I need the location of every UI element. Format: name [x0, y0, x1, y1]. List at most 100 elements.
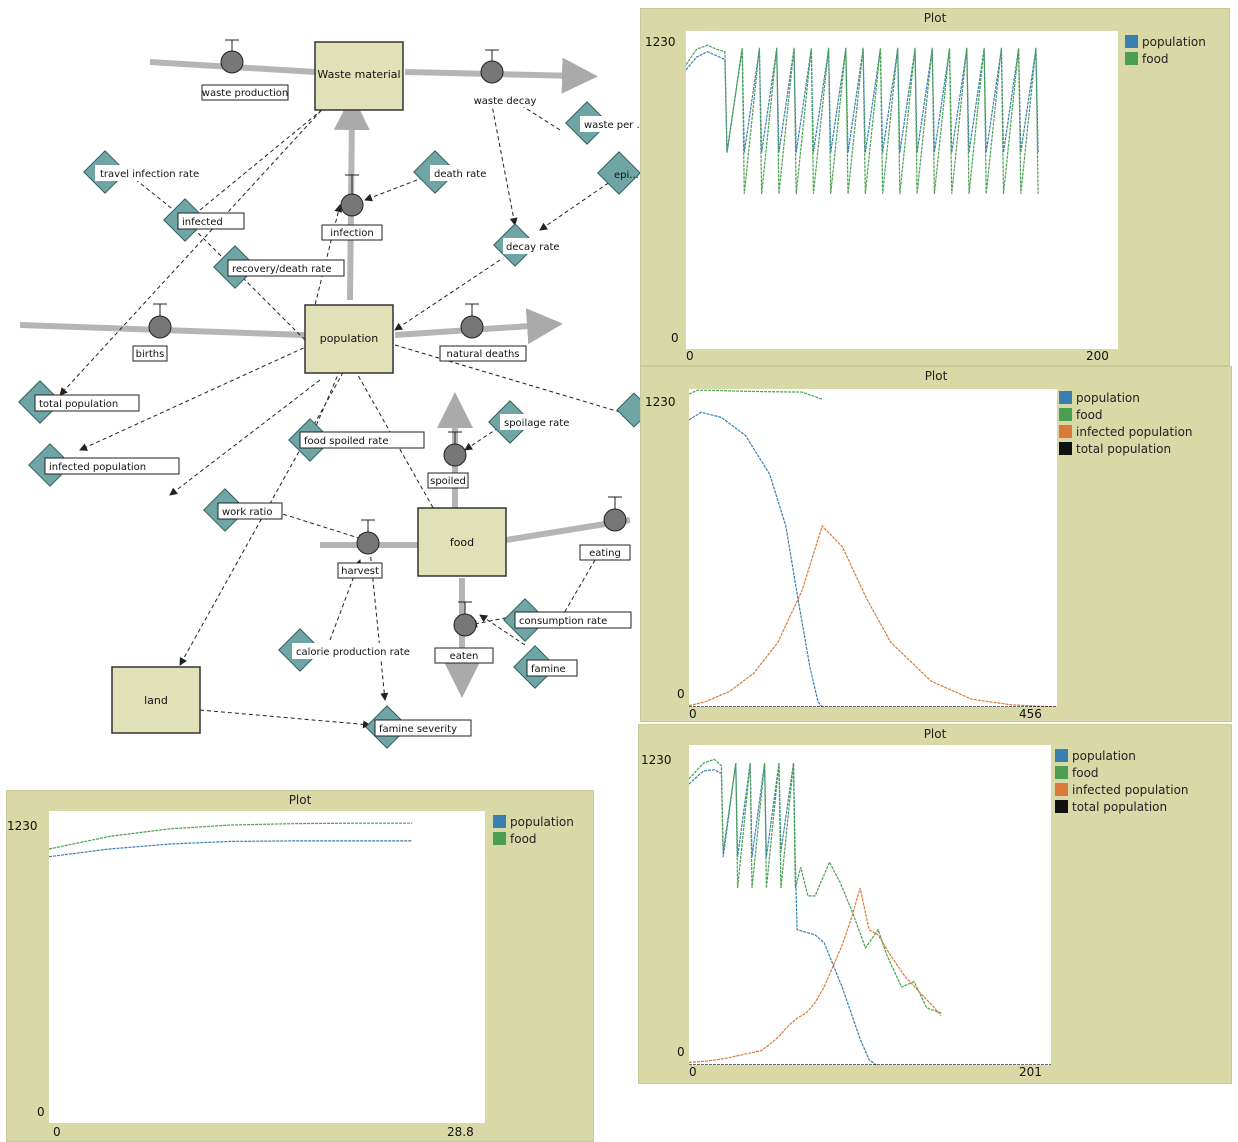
variable-infected[interactable]: infected [163, 198, 245, 242]
variable-recovery-death-rate[interactable]: recovery/death rate [213, 245, 345, 289]
variable-food-spoiled-rate[interactable]: food spoiled rate [288, 418, 425, 462]
variable-spoilage-rate[interactable]: spoilage rate [488, 400, 596, 444]
legend-label: food [1142, 51, 1169, 66]
y-max-label: 1230 [641, 753, 672, 767]
stock-population[interactable]: population [304, 304, 394, 374]
svg-text:travel infection rate: travel infection rate [100, 169, 199, 180]
legend-label: population [1072, 748, 1136, 763]
plot-series-canvas [686, 44, 1039, 194]
plot-area [689, 745, 1051, 1065]
variable-death-rate[interactable]: death rate [413, 150, 490, 194]
legend-swatch [1055, 783, 1068, 796]
svg-text:natural deaths: natural deaths [446, 349, 519, 360]
legend-item: food [1125, 50, 1206, 67]
legend-swatch [493, 815, 506, 828]
svg-text:waste per ...: waste per ... [584, 120, 640, 131]
svg-text:food: food [450, 536, 474, 549]
variable-famine[interactable]: famine [513, 645, 578, 689]
series-line-infected-population [689, 887, 942, 1063]
svg-text:land: land [144, 694, 168, 707]
flow-label-infection: infection [321, 224, 383, 241]
flow-label-eating: eating [579, 544, 631, 561]
valve-natural-deaths[interactable] [460, 303, 484, 339]
svg-text:consumption rate: consumption rate [519, 616, 607, 627]
legend-swatch [1059, 391, 1072, 404]
stock-food[interactable]: food [417, 507, 507, 577]
svg-text:famine severity: famine severity [379, 724, 457, 735]
valve-eaten[interactable] [453, 601, 477, 637]
svg-text:infected population: infected population [49, 462, 146, 473]
legend-label: population [1142, 34, 1206, 49]
x-min-label: 0 [686, 349, 694, 363]
svg-text:eating: eating [589, 548, 621, 559]
svg-text:spoiled: spoiled [430, 476, 466, 487]
legend-item: population [1125, 33, 1206, 50]
plot-title: Plot [923, 11, 947, 25]
flow-label-spoiled: spoiled [427, 472, 469, 489]
variable-infected-population[interactable]: infected population [28, 443, 180, 487]
plot-legend: population food [1125, 33, 1206, 67]
variable-calorie-production-rate[interactable]: calorie production rate [278, 628, 422, 672]
svg-text:waste production: waste production [202, 88, 288, 99]
valve-spoiled[interactable] [443, 431, 467, 467]
svg-text:spoilage rate: spoilage rate [504, 418, 569, 429]
svg-text:recovery/death rate: recovery/death rate [232, 264, 332, 275]
plot-area [49, 811, 485, 1123]
svg-text:waste decay: waste decay [474, 96, 537, 107]
x-max-label: 28.8 [447, 1125, 474, 1139]
x-min-label: 0 [689, 707, 697, 721]
legend-swatch [1125, 52, 1138, 65]
valve-births[interactable] [148, 303, 172, 339]
x-max-label: 201 [1019, 1065, 1042, 1079]
y-min-label: 0 [677, 687, 685, 701]
svg-text:epi...: epi... [614, 170, 639, 181]
legend-swatch [1059, 442, 1072, 455]
legend-item: infected population [1059, 423, 1193, 440]
legend-swatch [493, 832, 506, 845]
legend-swatch [1125, 35, 1138, 48]
x-max-label: 456 [1019, 707, 1042, 721]
system-dynamics-diagram[interactable]: Waste material population food land wast… [0, 0, 640, 760]
svg-text:calorie production rate: calorie production rate [296, 647, 410, 658]
svg-text:Waste material: Waste material [317, 68, 400, 81]
variable-travel-infection-rate[interactable]: travel infection rate [83, 150, 215, 194]
series-line-population [689, 411, 823, 707]
svg-text:decay rate: decay rate [506, 242, 560, 253]
legend-item: total population [1055, 798, 1189, 815]
flow-label-waste-decay: waste decay [465, 93, 545, 107]
svg-text:births: births [136, 349, 165, 360]
variable-waste-per[interactable]: waste per ... [565, 101, 640, 145]
valve-infection[interactable] [340, 174, 364, 217]
legend-label: food [510, 831, 537, 846]
flow-label-harvest: harvest [337, 562, 383, 579]
svg-text:food spoiled rate: food spoiled rate [304, 436, 389, 447]
valve-waste-decay[interactable] [480, 49, 504, 84]
stock-waste-material[interactable]: Waste material [314, 41, 404, 111]
variable-total-population[interactable]: total population [18, 380, 140, 424]
variable-decay-rate[interactable]: decay rate [493, 223, 573, 267]
legend-swatch [1055, 800, 1068, 813]
legend-item: food [1055, 764, 1189, 781]
legend-swatch [1055, 766, 1068, 779]
valve-waste-production[interactable] [220, 39, 244, 74]
plot-area [689, 389, 1057, 707]
plot-title: Plot [288, 793, 312, 807]
legend-label: infected population [1076, 424, 1193, 439]
variable-epi[interactable]: epi... [597, 151, 640, 195]
valve-eating[interactable] [603, 496, 627, 532]
stock-land[interactable]: land [111, 666, 201, 734]
variable-consumption-rate[interactable]: consumption rate [503, 598, 632, 642]
variable-work-ratio[interactable]: work ratio [203, 488, 283, 532]
variable-famine-severity[interactable]: famine severity [365, 705, 472, 749]
valve-harvest[interactable] [356, 519, 380, 555]
x-max-label: 200 [1086, 349, 1109, 363]
legend-label: total population [1076, 441, 1172, 456]
variable-spoilage-edge[interactable] [616, 392, 640, 428]
